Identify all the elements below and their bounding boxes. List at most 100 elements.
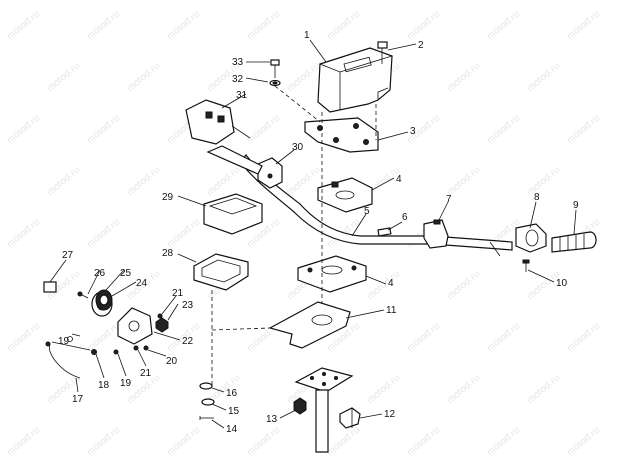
part-nut-23 [155,317,169,333]
watermark-text: motod.ru [125,61,162,95]
watermark-text: motod.ru [245,113,282,147]
part-pin-19b [67,336,73,342]
watermark-text: motod.ru [165,217,202,251]
watermark-text: motod.ru [285,165,322,199]
watermark-text: motod.ru [125,165,162,199]
watermark-text: motod.ru [445,61,482,95]
callout-21b: 21 [140,368,152,379]
part-steering-post [294,367,354,453]
callout-22: 22 [182,336,194,347]
watermark-text: motod.ru [485,113,522,147]
part-throttle-housing [515,223,547,253]
watermark-text: motod.ru [445,269,482,303]
watermark-text: motod.ru [485,9,522,43]
part-nut-12 [339,407,361,429]
leader-lines [49,39,577,429]
callout-labels: 1 2 3 4 4 5 6 7 8 9 10 11 12 13 14 15 16… [58,30,579,435]
watermark-text: motod.ru [365,269,402,303]
watermark-text: motod.ru [85,425,122,459]
watermark-text: motod.ru [245,425,282,459]
watermark-text: motod.ru [525,165,562,199]
callout-19a: 19 [120,378,132,389]
callout-30: 30 [292,142,304,153]
watermark-text: motod.ru [5,425,42,459]
watermark-text: motod.ru [5,321,42,355]
part-handlebar-cover [317,47,394,113]
part-washer-21a [157,313,163,319]
callout-23: 23 [182,300,194,311]
part-screw-10 [522,259,530,272]
part-fastener-16 [199,382,213,390]
callout-9: 9 [573,200,579,211]
callout-2: 2 [418,40,424,51]
callout-26: 26 [94,268,106,279]
callout-27: 27 [62,250,74,261]
watermark-text: motod.ru [365,373,402,407]
part-upper-bracket-plate [304,117,379,153]
part-pin-19a [113,349,119,355]
callout-24: 24 [136,278,148,289]
watermark-text: motod.ru [45,61,82,95]
callout-11: 11 [386,305,397,316]
callout-19b: 19 [58,336,70,347]
callout-21a: 21 [172,288,184,299]
watermark-text: motod.ru [85,113,122,147]
part-bolt-33 [270,59,280,78]
part-clip-18 [91,349,97,355]
watermark-text: motod.ru [245,9,282,43]
callout-29: 29 [162,192,174,203]
part-bracket-22 [117,307,153,345]
part-bolt-13 [293,397,307,415]
watermark-text: motod.ru [485,425,522,459]
callout-20: 20 [166,356,178,367]
watermark-text: motod.ru [165,9,202,43]
part-washer-20 [133,345,139,351]
part-bolt-2 [377,41,388,64]
part-washer-21b [143,345,149,351]
watermark-text: motod.ru [485,321,522,355]
watermark-text: motod.ru [405,321,442,355]
callout-33: 33 [232,57,244,68]
part-ring-25 [95,289,113,311]
part-fastener-14 [199,416,214,420]
callout-18: 18 [98,380,110,391]
callout-17: 17 [72,394,84,405]
callout-4b: 4 [388,278,394,289]
part-grip [551,231,597,253]
part-washer-32 [269,79,281,87]
callout-8: 8 [534,192,540,203]
part-clip-6 [377,227,392,237]
watermark-text: motod.ru [565,425,602,459]
watermark-text: motod.ru [5,113,42,147]
callout-25: 25 [120,268,132,279]
part-clamp-lower [297,255,367,293]
watermark-text: motod.ru [405,425,442,459]
watermark-text: motod.ru [5,9,42,43]
callout-16: 16 [226,388,238,399]
callout-1: 1 [304,30,310,41]
callout-14: 14 [226,424,238,435]
callout-15: 15 [228,406,240,417]
watermark-text: motod.ru [325,9,362,43]
watermark-text: motod.ru [565,321,602,355]
callout-3: 3 [410,126,416,137]
callout-5: 5 [364,206,370,217]
watermark-text: motod.ru [285,61,322,95]
assembly-lines [211,85,377,386]
watermark-text: motod.ru [85,9,122,43]
part-handlebar [239,154,513,257]
watermark-text: motod.ru [45,165,82,199]
callout-31: 31 [236,90,248,101]
callout-6: 6 [402,212,408,223]
callout-4a: 4 [396,174,402,185]
watermark-text: motod.ru [565,113,602,147]
part-gauge-gasket [193,253,249,291]
watermark-text: motod.ru [5,217,42,251]
watermark-text: motod.ru [525,373,562,407]
watermark-text: motod.ru [405,9,442,43]
callout-12: 12 [384,409,396,420]
watermark-text: motod.ru [525,61,562,95]
part-mounting-plate [268,301,351,349]
part-fastener-15 [201,398,215,406]
